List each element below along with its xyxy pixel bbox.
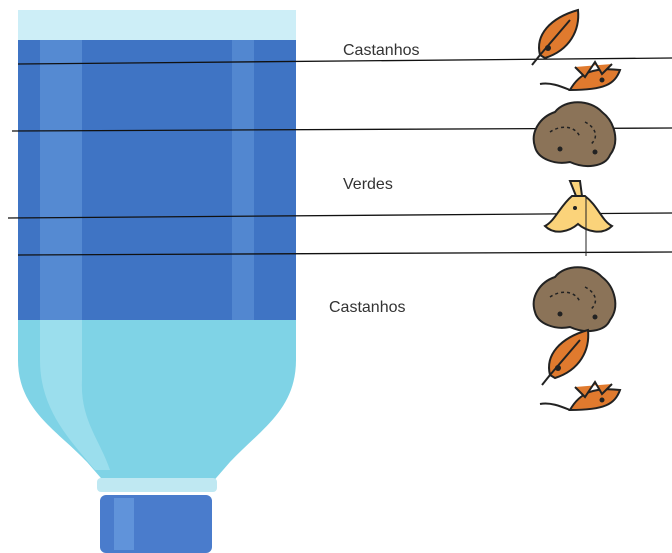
bottle [18,10,296,553]
layer-label-top: Castanhos [343,42,420,60]
banana-peel-icon [545,181,612,256]
bottle-top-band [18,10,296,40]
bottle-collar [97,478,217,492]
soil-clump-icon [534,267,616,331]
leaf-icon [540,62,620,90]
leaf-icon [542,330,588,385]
layer-label-bottom: Castanhos [329,299,406,317]
layer-label-middle: Verdes [343,176,393,194]
leaf-icon [540,382,620,410]
bottle-highlight-right [232,40,254,320]
leaf-icon [532,10,578,65]
bottle-cap-highlight [114,498,134,550]
soil-clump-icon [534,102,616,166]
bottle-highlight-left [40,40,82,320]
